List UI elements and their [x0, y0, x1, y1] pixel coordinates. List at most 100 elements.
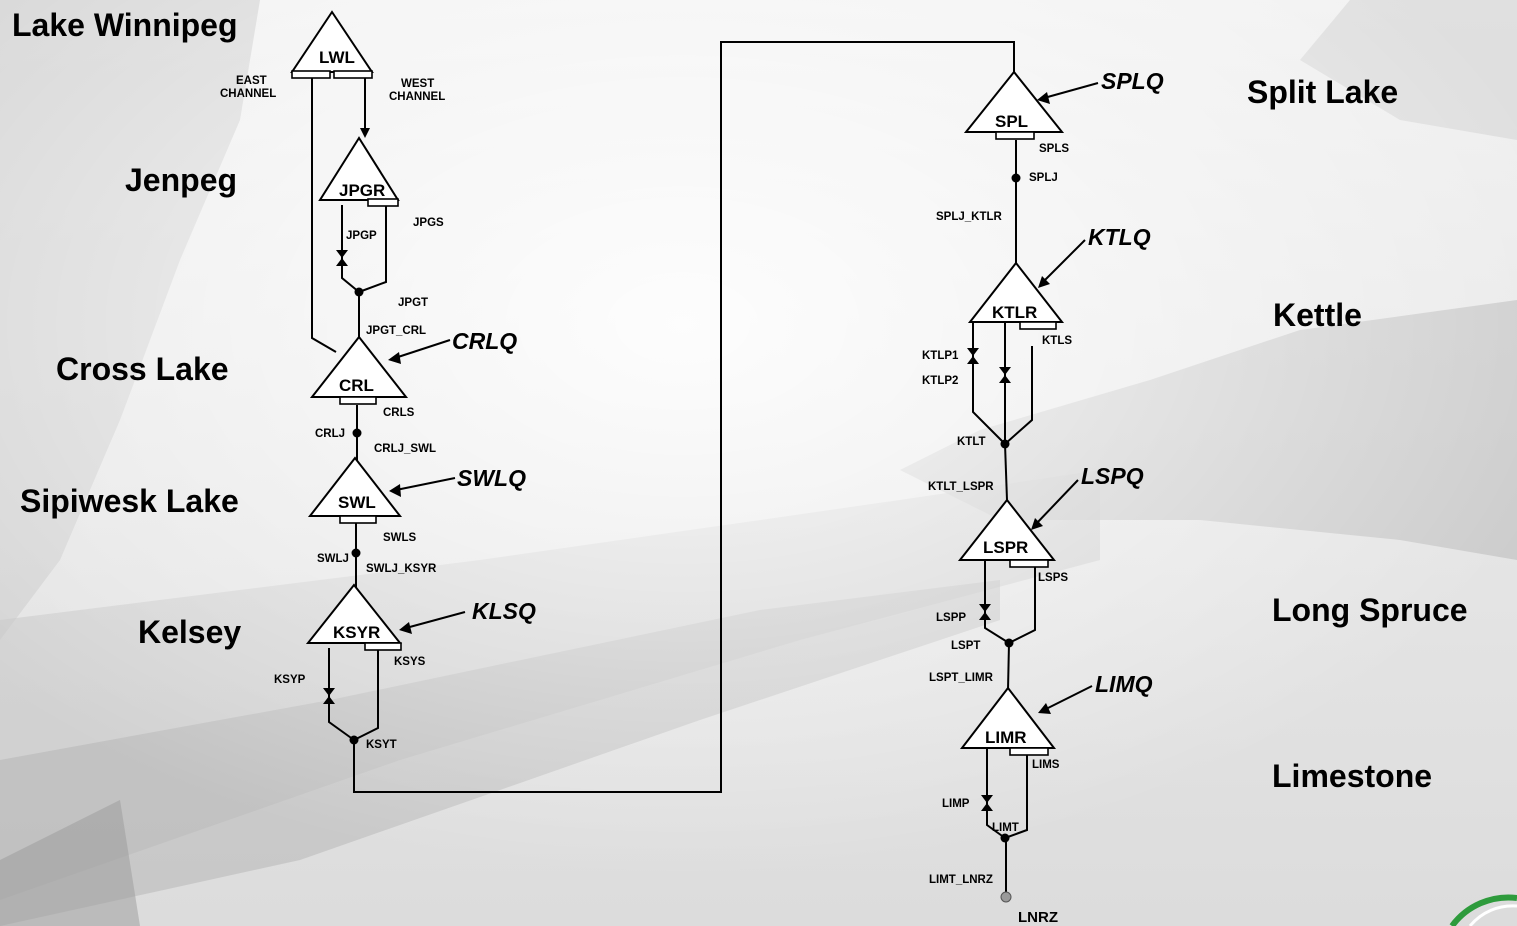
- inflow-limq: LIMQ: [1095, 671, 1153, 697]
- valve-limp-icon: [981, 795, 993, 811]
- label-ktlp1: KTLP1: [922, 350, 959, 362]
- left-chain-links: [311, 41, 1015, 793]
- reservoir-limr: [959, 686, 1057, 749]
- jpgp-link: [341, 205, 360, 293]
- kelsey-to-split-connector: [353, 41, 1015, 793]
- region-jenpeg: Jenpeg: [125, 162, 237, 198]
- logo-arc-icon: [1449, 894, 1517, 926]
- label-lims: LIMS: [1032, 759, 1060, 771]
- valves: [323, 250, 1011, 811]
- label-ktlp2: KTLP2: [922, 375, 958, 387]
- node-crl: CRL: [339, 376, 374, 395]
- spillway-spls: [995, 131, 1035, 140]
- valve-ktlp1-icon: [967, 348, 979, 364]
- arrow-head-icon: [1031, 518, 1043, 530]
- lims-link: [1004, 754, 1028, 839]
- spillway-lims: [1009, 747, 1049, 756]
- junction-swlj: [351, 548, 361, 558]
- reservoir-jpgr: [318, 136, 400, 201]
- node-swl: SWL: [338, 493, 376, 512]
- junction-ksyt: [349, 735, 359, 745]
- node-ksyr: KSYR: [333, 623, 380, 642]
- node-lwl: LWL: [319, 48, 355, 67]
- arrow-head-icon: [1038, 276, 1050, 288]
- inflow-crlq: CRLQ: [452, 328, 517, 354]
- link-labels: EAST CHANNEL WEST CHANNEL JPGS JPGP JPGT…: [220, 75, 1072, 886]
- label-east-channel: CHANNEL: [220, 88, 276, 100]
- arrow-head-icon: [360, 128, 370, 138]
- node-ktlr: KTLR: [992, 303, 1037, 322]
- limp-link: [986, 748, 1006, 839]
- region-cross-lake: Cross Lake: [56, 351, 229, 387]
- label-ksys: KSYS: [394, 656, 426, 668]
- inflow-ktlq: KTLQ: [1088, 224, 1151, 250]
- inflow-klsq: KLSQ: [472, 598, 536, 624]
- spillway-crls: [339, 396, 377, 405]
- label-ktls: KTLS: [1042, 335, 1072, 347]
- junction-limt: [1000, 833, 1010, 843]
- label-jpgs: JPGS: [413, 217, 444, 229]
- ktlt-lspr-link: [1004, 443, 1008, 501]
- reservoir-lspr: [957, 498, 1057, 561]
- lspp-link: [984, 560, 1010, 644]
- terminal-lnrz: [1000, 891, 1012, 903]
- reservoir-ksyr: [305, 583, 403, 644]
- spillway-jpgs: [367, 198, 399, 207]
- node-jpgr: JPGR: [339, 181, 385, 200]
- label-limp: LIMP: [942, 798, 970, 810]
- inflow-swlq: SWLQ: [457, 465, 526, 491]
- arrow-head-icon: [388, 352, 401, 364]
- label-west: WEST: [401, 78, 434, 90]
- label-crls: CRLS: [383, 407, 415, 419]
- region-sipiwesk-lake: Sipiwesk Lake: [20, 483, 239, 519]
- right-chain-links: [972, 140, 1036, 895]
- ktls-link: [1004, 346, 1033, 445]
- jpgs-link: [358, 205, 387, 293]
- label-splj-ktlr: SPLJ_KTLR: [936, 211, 1003, 223]
- node-lspr: LSPR: [983, 538, 1028, 557]
- reservoirs: [290, 10, 1065, 756]
- label-jpgt-crl: JPGT_CRL: [366, 325, 426, 337]
- valve-jpgp-icon: [336, 250, 348, 266]
- label-swls: SWLS: [383, 532, 417, 544]
- node-limr: LIMR: [985, 728, 1027, 747]
- arrow-head-icon: [1038, 703, 1051, 714]
- arrow-head-icon: [399, 622, 412, 634]
- spillway-ktls: [1019, 321, 1057, 330]
- node-lnrz: LNRZ: [1018, 909, 1058, 926]
- inflow-splq: SPLQ: [1101, 68, 1164, 94]
- junction-jpgt: [354, 287, 364, 297]
- arrow-head-icon: [389, 484, 401, 497]
- junctions: [349, 173, 1021, 903]
- region-kelsey: Kelsey: [138, 614, 241, 650]
- reservoir-ktlr: [967, 261, 1065, 323]
- label-ktlt: KTLT: [957, 436, 986, 448]
- node-spl: SPL: [995, 112, 1028, 131]
- region-split-lake: Split Lake: [1247, 74, 1398, 110]
- junction-ktlt: [1000, 439, 1010, 449]
- region-lake-winnipeg: Lake Winnipeg: [12, 7, 238, 43]
- valve-lspp-icon: [979, 604, 991, 620]
- label-lsps: LSPS: [1038, 572, 1068, 584]
- arrow-head-icon: [1037, 92, 1050, 104]
- east-channel-outlet: [291, 70, 331, 79]
- region-limestone: Limestone: [1272, 758, 1432, 794]
- inflow-lspq: LSPQ: [1081, 463, 1144, 489]
- label-east: EAST: [236, 75, 267, 87]
- label-crlj: CRLJ: [315, 428, 345, 440]
- west-channel-outlet: [333, 70, 373, 79]
- spillway-swls: [339, 515, 377, 524]
- spillway-lsps: [1009, 559, 1049, 568]
- region-kettle: Kettle: [1273, 297, 1362, 333]
- label-lspp: LSPP: [936, 612, 966, 624]
- valve-ktlp2-icon: [999, 367, 1011, 383]
- ksys-link: [353, 648, 379, 741]
- junction-lspt: [1004, 638, 1014, 648]
- label-ktlt-lspr: KTLT_LSPR: [928, 481, 994, 493]
- east-channel-link: [311, 78, 337, 353]
- lsps-link: [1008, 566, 1036, 644]
- label-ksyt: KSYT: [366, 739, 397, 751]
- label-swlj-ksyr: SWLJ_KSYR: [366, 563, 437, 575]
- label-limt-lnrz: LIMT_LNRZ: [929, 874, 993, 886]
